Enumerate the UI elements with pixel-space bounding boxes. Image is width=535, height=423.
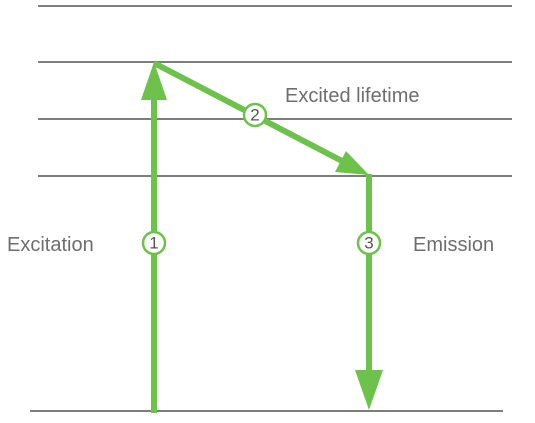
step-number-3: 3	[364, 234, 373, 253]
step-circle-2	[242, 102, 268, 128]
step-marker-1: 1	[141, 230, 167, 256]
excited-lifetime-arrow-head	[335, 151, 369, 175]
emission-arrow	[355, 174, 383, 410]
excited-lifetime-label: Excited lifetime	[285, 85, 420, 107]
step-number-1: 1	[149, 234, 158, 253]
excitation-arrow-head	[141, 62, 167, 100]
step-marker-3: 3	[356, 230, 382, 256]
step-circle-3	[356, 230, 382, 256]
excitation-label: Excitation	[7, 234, 94, 256]
step-number-2: 2	[250, 106, 259, 125]
emission-label: Emission	[413, 234, 494, 256]
step-circle-1	[141, 230, 167, 256]
emission-arrow-head	[355, 370, 383, 410]
step-marker-2: 2	[242, 102, 268, 128]
